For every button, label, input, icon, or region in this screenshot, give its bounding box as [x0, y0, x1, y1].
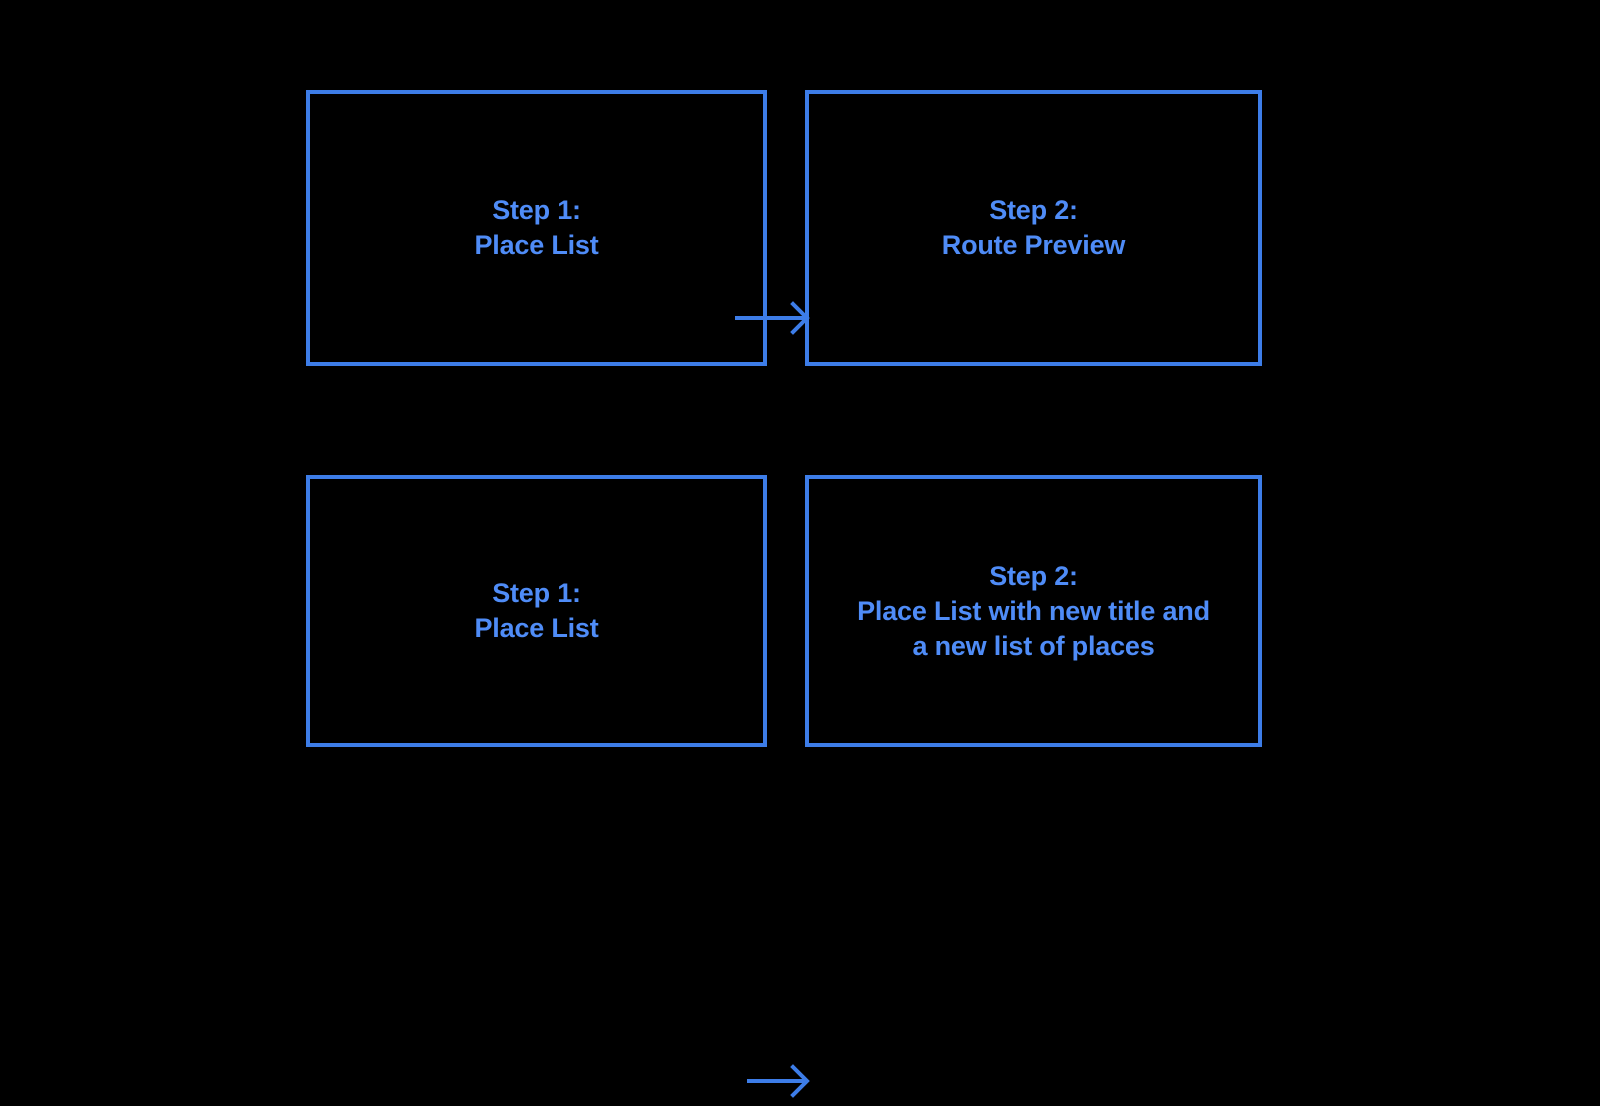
node-flow2-step1-label: Step 1: Place List	[474, 578, 599, 643]
node-flow1-step2-label: Step 2: Route Preview	[941, 195, 1126, 260]
node-flow2-step2-label: Step 2: Place List with new title and a …	[857, 560, 1210, 661]
arrow-right-icon	[747, 1064, 810, 1098]
arrow-right-icon	[735, 301, 810, 335]
connector-flow2	[735, 1061, 815, 1101]
flow-row-new-place-list: Step 1: Place List Step 2: Place List wi…	[0, 475, 1600, 1098]
node-flow2-step1[interactable]: Step 1: Place List	[306, 475, 767, 747]
connector-flow1	[735, 298, 815, 338]
node-flow2-step2[interactable]: Step 2: Place List with new title and a …	[805, 475, 1262, 747]
node-flow1-step2[interactable]: Step 2: Route Preview	[805, 90, 1262, 366]
diagram-canvas: Step 1: Place List Step 2: Route Preview…	[0, 90, 1600, 1098]
node-flow1-step1-label: Step 1: Place List	[474, 195, 599, 260]
flow-row-route-preview: Step 1: Place List Step 2: Route Preview	[0, 90, 1600, 366]
node-flow1-step1[interactable]: Step 1: Place List	[306, 90, 767, 366]
